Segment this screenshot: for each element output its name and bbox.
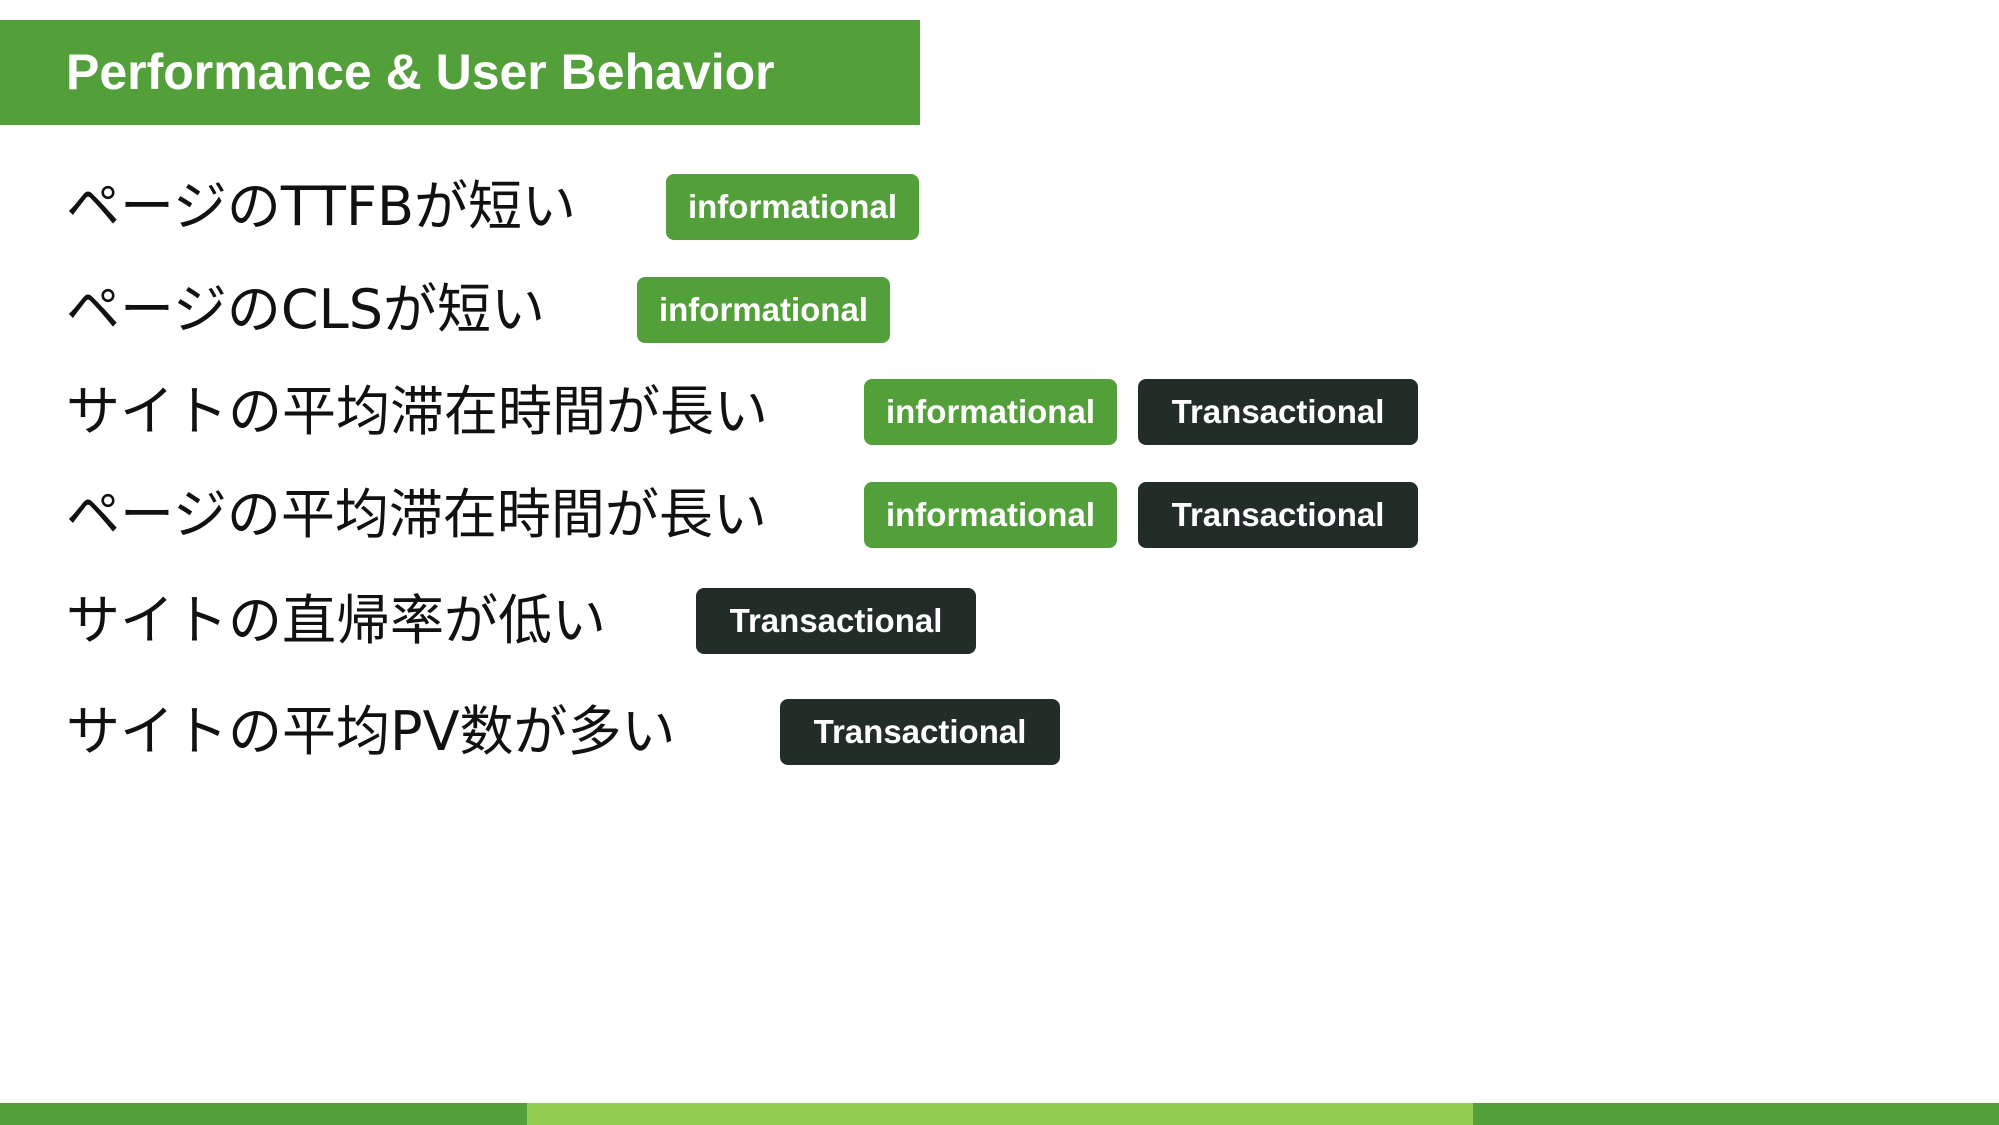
tag-transactional: Transactional: [696, 588, 976, 654]
list-item: サイトの平均滞在時間が長い informational Transactiona…: [0, 379, 1999, 445]
item-label: ページのCLSが短い: [66, 278, 545, 341]
tag-transactional: Transactional: [780, 699, 1060, 765]
item-label: サイトの直帰率が低い: [66, 589, 606, 652]
footer-segment-right: [1473, 1103, 1999, 1125]
tag-informational: informational: [864, 379, 1117, 445]
item-label: ページの平均滞在時間が長い: [66, 483, 767, 546]
tag-transactional: Transactional: [1138, 379, 1418, 445]
list-item: ページのTTFBが短い informational: [0, 174, 1999, 240]
item-label: サイトの平均滞在時間が長い: [66, 380, 768, 443]
tag-informational: informational: [864, 482, 1117, 548]
footer-stripe: [0, 1103, 1999, 1125]
list-item: サイトの平均PV数が多い Transactional: [0, 699, 1999, 765]
footer-segment-left: [0, 1103, 527, 1125]
tag-informational: informational: [666, 174, 919, 240]
list-item: ページの平均滞在時間が長い informational Transactiona…: [0, 482, 1999, 548]
title-banner: Performance & User Behavior: [0, 20, 920, 125]
item-label: ページのTTFBが短い: [66, 175, 577, 238]
list-item: ページのCLSが短い informational: [0, 277, 1999, 343]
item-label: サイトの平均PV数が多い: [66, 700, 676, 763]
page-title: Performance & User Behavior: [66, 44, 775, 100]
tag-informational: informational: [637, 277, 890, 343]
tag-transactional: Transactional: [1138, 482, 1418, 548]
footer-segment-middle: [527, 1103, 1473, 1125]
list-item: サイトの直帰率が低い Transactional: [0, 588, 1999, 654]
